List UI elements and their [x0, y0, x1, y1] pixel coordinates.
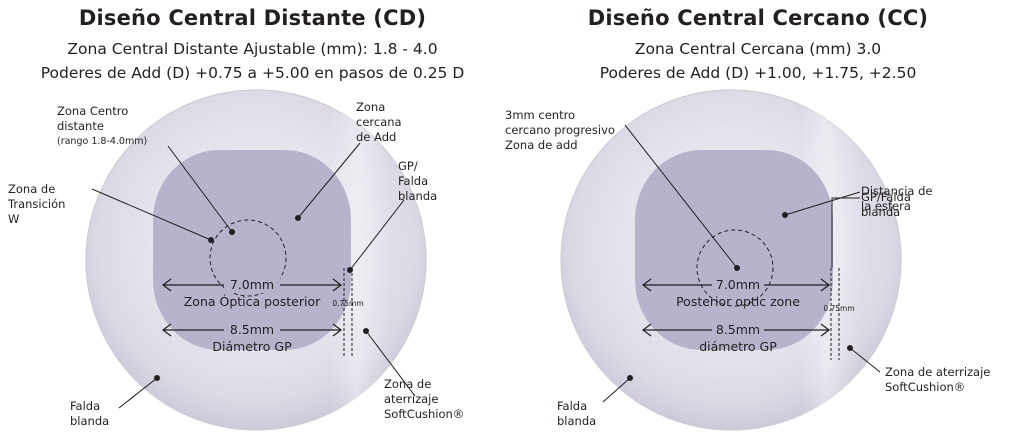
- measure-optic-zone: 7.0mm: [230, 277, 274, 292]
- label-center-zone-2: distante: [57, 119, 104, 133]
- dot-distance: [782, 212, 788, 218]
- panel-title: Diseño Central Distante (CD): [78, 6, 427, 30]
- measure-gap: 0.75mm: [332, 299, 363, 308]
- label-landing-zone-2: SoftCushion®: [885, 380, 965, 394]
- label-center-zone-2: cercano progresivo: [505, 123, 615, 137]
- label-sphere-distance: Distancia de: [861, 184, 932, 198]
- label-gp-skirt-2: blanda: [861, 205, 900, 219]
- label-center-range: (rango 1.8-4.0mm): [57, 136, 147, 147]
- label-transition-zone: Zona de: [8, 182, 55, 196]
- dot-center: [229, 229, 235, 235]
- label-transition-zone-2: Transición: [7, 197, 65, 211]
- label-soft-skirt-2: blanda: [70, 414, 109, 428]
- leader-center: [167, 145, 233, 233]
- panel-title: Diseño Central Cercano (CC): [587, 6, 929, 30]
- panel-central-near: Diseño Central Cercano (CC) Zona Central…: [505, 0, 1011, 433]
- leader-gp: [831, 197, 860, 268]
- label-center-zone: Zona Centro: [57, 104, 128, 118]
- leader-landing: [365, 330, 416, 397]
- leader-skirt: [602, 377, 631, 403]
- dot-landing: [847, 345, 853, 351]
- label-gp-skirt: GP/Falda: [861, 190, 911, 204]
- label-gp-diameter: diámetro GP: [699, 339, 777, 354]
- near-center-zone: [696, 229, 774, 307]
- dot-transition: [208, 237, 214, 243]
- distance-center-zone: [209, 219, 287, 297]
- label-gp-skirt: GP/: [398, 159, 418, 173]
- dot-center: [734, 265, 740, 271]
- label-soft-skirt: Falda: [557, 399, 587, 413]
- lens-diagram: Zona Centro distante (rango 1.8-4.0mm) Z…: [7, 89, 464, 431]
- dot-skirt: [627, 375, 633, 381]
- label-gp-skirt-3: blanda: [398, 189, 437, 203]
- label-center-zone: 3mm centro: [505, 108, 575, 122]
- panel-subtitle-add-powers: Poderes de Add (D) +1.00, +1.75, +2.50: [599, 64, 917, 82]
- measure-optic-zone: 7.0mm: [716, 277, 760, 292]
- leader-skirt: [118, 377, 158, 409]
- gp-optic-zone: [153, 150, 351, 350]
- label-landing-zone-3: SoftCushion®: [384, 407, 464, 421]
- leader-gp: [349, 199, 405, 271]
- dot-gp: [347, 267, 353, 273]
- gp-optic-zone: [635, 150, 833, 350]
- label-sphere-distance-2: la esfera: [861, 199, 911, 213]
- label-soft-skirt-2: blanda: [557, 414, 596, 428]
- panel-subtitle-add-powers: Poderes de Add (D) +0.75 a +5.00 en paso…: [40, 64, 465, 82]
- label-posterior-optic-zone: Posterior optic zone: [676, 294, 800, 309]
- dot-landing: [363, 328, 369, 334]
- label-soft-skirt: Falda: [70, 399, 100, 413]
- panel-subtitle: Zona Central Cercana (mm) 3.0: [634, 40, 882, 58]
- label-near-zone-3: de Add: [356, 130, 396, 144]
- label-landing-zone: Zona de aterrizaje: [885, 365, 990, 379]
- label-near-zone: Zona: [356, 100, 385, 114]
- label-near-zone-2: cercana: [356, 115, 402, 129]
- label-gp-skirt-2: Falda: [398, 174, 428, 188]
- lens-diagram: 3mm centro cercano progresivo Zona de ad…: [505, 89, 990, 431]
- label-landing-zone-2: aterrizaje: [384, 392, 438, 406]
- panel-central-distance: Diseño Central Distante (CD) Zona Centra…: [0, 0, 505, 433]
- leader-center: [624, 124, 738, 269]
- label-transition-zone-3: W: [8, 212, 19, 226]
- label-landing-zone: Zona de: [384, 377, 431, 391]
- label-posterior-optic-zone: Zona Óptica posterior: [184, 294, 321, 309]
- dot-skirt: [154, 375, 160, 381]
- leader-landing: [849, 347, 881, 373]
- measure-gap: 0.75mm: [823, 304, 854, 313]
- measure-gp-diameter: 8.5mm: [716, 322, 760, 337]
- dot-near: [295, 215, 301, 221]
- leader-near: [297, 142, 361, 219]
- measure-gp-diameter: 8.5mm: [230, 322, 274, 337]
- leader-transition: [91, 188, 212, 241]
- panel-subtitle: Zona Central Distante Ajustable (mm): 1.…: [67, 40, 438, 58]
- label-gp-diameter: Diámetro GP: [212, 339, 292, 354]
- label-center-zone-3: Zona de add: [505, 138, 578, 152]
- leader-distance: [784, 191, 861, 216]
